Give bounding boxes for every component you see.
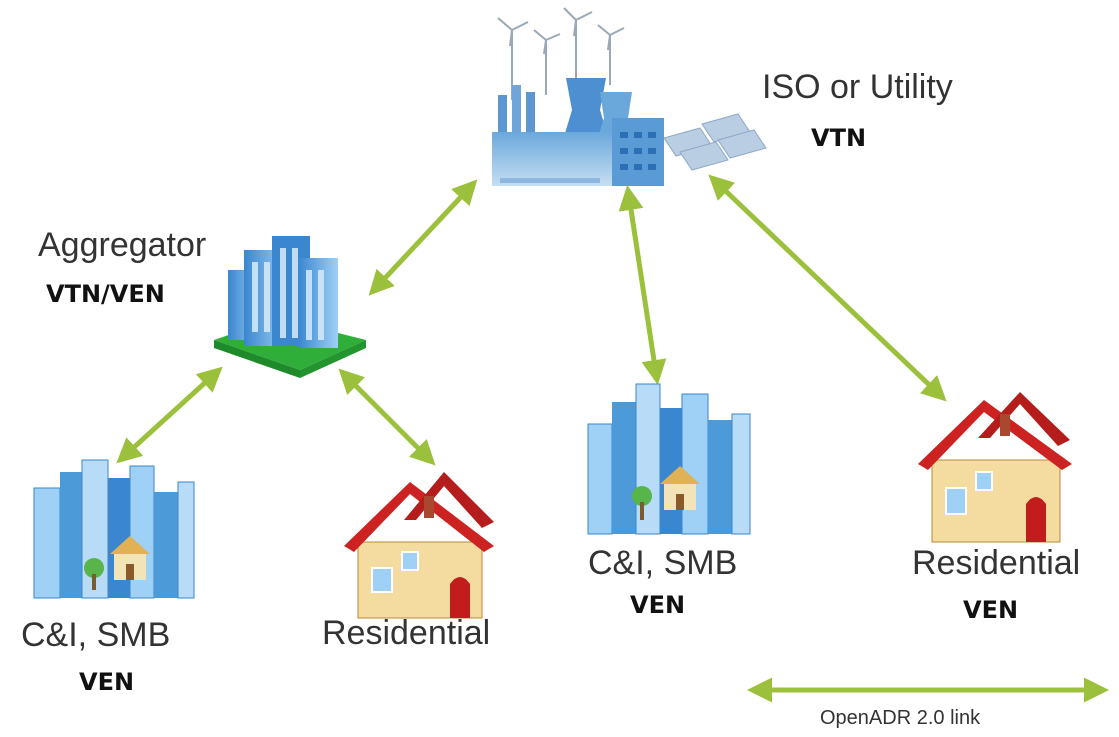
residential-right-role: VEN — [963, 596, 1019, 624]
aggregator-role: VTN/VEN — [46, 280, 165, 308]
aggregator-label: Aggregator — [38, 226, 207, 264]
link-aggregator-ci-left — [116, 366, 223, 464]
ci-left-role: VEN — [79, 668, 135, 696]
utility-label: ISO or Utility — [762, 68, 953, 106]
office-building-icon — [214, 236, 366, 378]
residential-right-label: Residential — [912, 544, 1081, 582]
residential-left-label: Residential — [322, 614, 491, 652]
power-plant-icon — [492, 7, 767, 186]
ci-mid-label: C&I, SMB — [588, 544, 738, 582]
link-utility-aggregator — [368, 179, 478, 296]
ci-mid-role: VEN — [630, 591, 686, 619]
house-icon — [344, 472, 494, 619]
city-buildings-icon — [587, 383, 751, 535]
link-utility-residential-right — [708, 174, 947, 402]
city-buildings-icon — [33, 459, 195, 599]
link-aggregator-residential-left — [338, 368, 436, 466]
link-utility-ci-mid — [618, 185, 667, 385]
ci-left-label: C&I, SMB — [21, 616, 171, 654]
legend-label: OpenADR 2.0 link — [820, 707, 981, 729]
utility-role: VTN — [811, 124, 867, 152]
house-icon — [918, 392, 1072, 543]
